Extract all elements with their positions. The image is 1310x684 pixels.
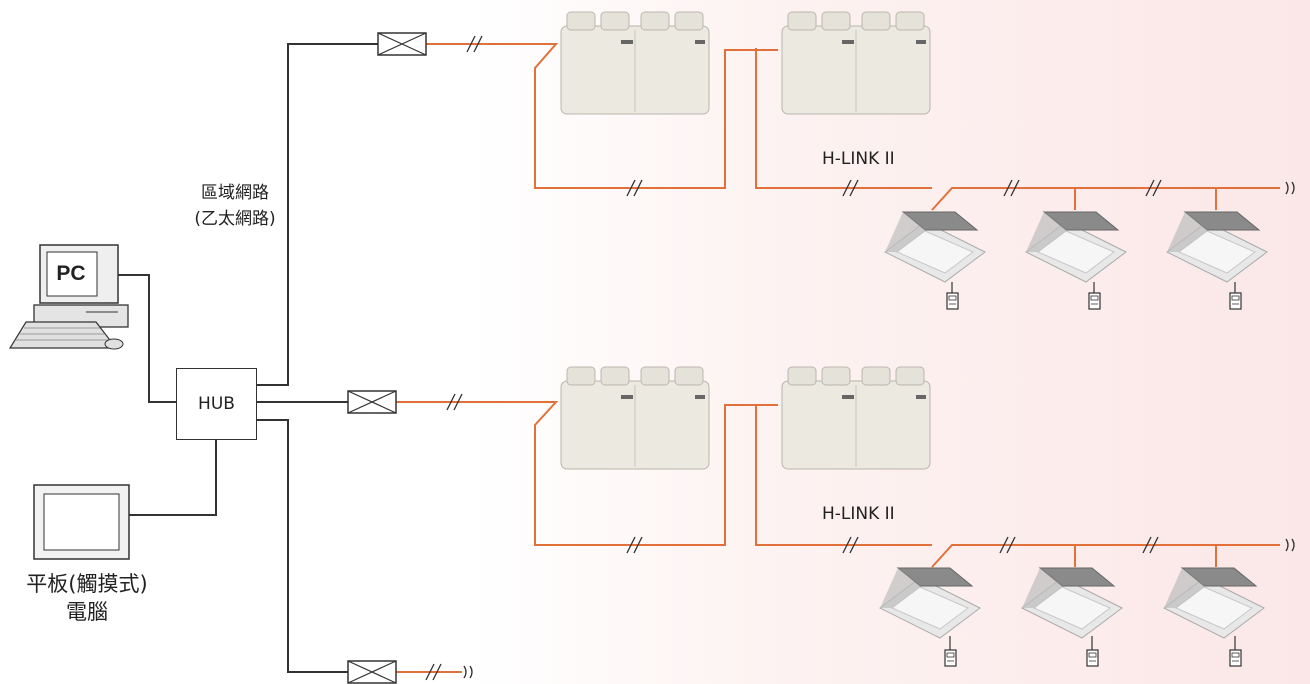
indoor-unit-1 <box>884 211 986 283</box>
refrigerant-lines <box>396 43 1280 673</box>
network-lines <box>117 43 378 673</box>
break-marks <box>425 35 1295 681</box>
remote-controller-1 <box>946 292 959 310</box>
hlink-label-bottom: H-LINK II <box>822 504 895 524</box>
hub-label: HUB <box>198 394 235 414</box>
remote-controller-3 <box>1229 292 1242 310</box>
outdoor-unit-3 <box>560 366 710 470</box>
outdoor-unit-1 <box>560 11 710 115</box>
indoor-unit-5 <box>1021 567 1123 639</box>
pc-icon <box>8 244 129 350</box>
tablet-label-line2: 電腦 <box>66 600 108 624</box>
tablet-label: 平板(觸摸式) 電腦 <box>2 570 172 626</box>
tablet-label-line1: 平板(觸摸式) <box>26 572 148 596</box>
pc-label: PC <box>56 262 86 285</box>
converter-box-1 <box>377 32 427 56</box>
remote-controller-6 <box>1229 649 1242 667</box>
hlink-label-top: H-LINK II <box>822 149 895 169</box>
converter-box-3 <box>347 660 397 684</box>
lan-label-line2: (乙太網路) <box>194 209 276 229</box>
lan-label-line1: 區域網路 <box>201 183 269 203</box>
outdoor-unit-2 <box>781 11 931 115</box>
remote-controller-4 <box>944 649 957 667</box>
indoor-unit-6 <box>1163 567 1265 639</box>
indoor-unit-3 <box>1166 211 1268 283</box>
indoor-unit-4 <box>879 567 981 639</box>
outdoor-unit-4 <box>781 366 931 470</box>
indoor-unit-2 <box>1025 211 1127 283</box>
converter-box-2 <box>347 390 397 414</box>
remote-controller-2 <box>1088 292 1101 310</box>
hub-box: HUB <box>176 368 257 440</box>
tablet-icon <box>33 484 130 560</box>
remote-controller-5 <box>1086 649 1099 667</box>
lan-label: 區域網路 (乙太網路) <box>170 180 300 232</box>
